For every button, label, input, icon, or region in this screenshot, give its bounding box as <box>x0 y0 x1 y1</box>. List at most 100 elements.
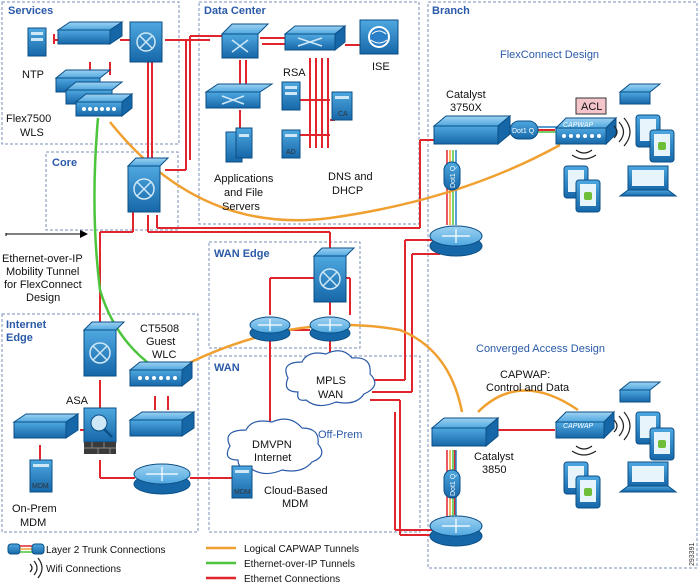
eoip-tunnel <box>93 117 156 370</box>
catalyst-3750x-switch-icon <box>432 114 512 146</box>
legend-capwap-label: Logical CAPWAP Tunnels <box>244 544 359 555</box>
dc-aggregation-switch-icon <box>204 83 274 109</box>
label-acl: ACL <box>581 101 602 113</box>
label-mobility-2: Mobility Tunnel <box>6 266 79 278</box>
dot1q-trunk-icon-vertical-bottom <box>443 469 461 499</box>
label-offprem: Off-Prem <box>318 429 362 441</box>
ethernet-links <box>39 34 555 536</box>
label-wls: WLS <box>20 127 44 139</box>
legend: Layer 2 Trunk Connections Wifi Connectio… <box>7 543 359 585</box>
internet-edge-l2-switch-right-icon <box>128 411 196 437</box>
label-apps-1: Applications <box>214 173 274 185</box>
zone-title-wan: WAN <box>214 362 240 374</box>
zone-title-core: Core <box>52 157 77 169</box>
label-ct5508-1: CT5508 <box>140 323 179 335</box>
label-ad: AD <box>286 149 296 156</box>
label-onprem-2: MDM <box>20 517 46 529</box>
services-l3-switch-icon <box>129 21 163 63</box>
label-ct5508-3: WLC <box>152 349 177 361</box>
converged-ap-icon <box>554 410 616 440</box>
branch-printer-icon-2 <box>618 381 662 403</box>
zone-title-datacenter: Data Center <box>204 5 266 17</box>
catalyst-3850-switch-icon <box>430 416 500 448</box>
android-tablet-icon-1 <box>649 129 675 163</box>
zone-wanedge-box <box>208 241 361 349</box>
label-mobility-1: Ethernet-over-IP <box>2 253 83 265</box>
internet-edge-l2-switch-left-icon <box>12 413 80 439</box>
mobility-arrow-icon <box>5 230 88 238</box>
label-mobility-3: for FlexConnect <box>4 279 82 291</box>
onprem-mdm-server-icon <box>29 459 53 493</box>
zone-title-branch: Branch <box>432 5 470 17</box>
label-catalyst3850-2: 3850 <box>482 464 506 476</box>
label-ca: CA <box>338 111 348 118</box>
flexconnect-ap-icon <box>554 116 618 146</box>
dmvpn-internet-cloud <box>226 418 323 475</box>
label-mobility-4: Design <box>26 292 60 304</box>
rsa-server-icon <box>281 81 301 111</box>
laptop-icon-2 <box>618 461 678 493</box>
wifi-arcs-converged <box>571 411 631 456</box>
zone-title-services: Services <box>8 5 53 17</box>
ise-appliance-icon <box>359 19 399 55</box>
label-onprem-mdm-tag: MDM <box>32 483 49 490</box>
label-capwap-converged: CAPWAP <box>563 423 594 430</box>
ad-server-icon <box>281 129 301 159</box>
wan-router-left-icon <box>249 316 291 342</box>
dc-core-switch-icon <box>220 23 270 59</box>
dot1q-trunk-icon-horizontal <box>509 120 539 140</box>
label-cloud-mdm-tag: MDM <box>234 489 251 496</box>
branch-printer-icon <box>618 83 662 105</box>
branch-router-bottom-icon <box>429 515 483 547</box>
legend-eoip-label: Ethernet-over-IP Tunnels <box>244 559 355 570</box>
label-ct5508-2: Guest <box>146 336 175 348</box>
zone-title-internet: Internet <box>6 319 47 331</box>
cloud-mdm-server-icon <box>231 465 253 499</box>
services-switch-icon <box>56 21 124 45</box>
zone-title-wanedge: WAN Edge <box>214 248 270 260</box>
dot1q-trunk-icon-vertical-top <box>443 161 461 191</box>
mpls-wan-cloud <box>285 350 376 407</box>
label-catalyst3750-2: 3750X <box>450 102 482 114</box>
label-dns-2: DHCP <box>332 185 363 197</box>
branch-router-top-icon <box>429 225 483 257</box>
ntp-server-icon <box>27 27 47 57</box>
label-onprem-1: On-Prem <box>12 503 57 515</box>
wifi-arcs-flex <box>571 117 631 160</box>
application-server-icon <box>225 127 253 163</box>
label-ntp: NTP <box>22 69 44 81</box>
zone-core-box <box>45 151 179 231</box>
rsa-switch-icon <box>283 24 347 52</box>
label-catalyst3750-1: Catalyst <box>446 89 486 101</box>
android-tablet-icon-2 <box>575 179 601 213</box>
acl-box <box>575 97 607 115</box>
label-ise: ISE <box>372 61 390 73</box>
zone-branch-box <box>427 1 698 569</box>
label-capwap-flex: CAPWAP <box>563 122 594 129</box>
ca-server-icon <box>331 91 353 121</box>
label-mpls-2: WAN <box>318 389 343 401</box>
label-flex7500: Flex7500 <box>6 113 51 125</box>
label-cloud-mdm-2: MDM <box>282 498 308 510</box>
label-asa: ASA <box>66 395 89 407</box>
zone-services-box <box>1 1 180 145</box>
android-tablet-icon-4 <box>575 475 601 509</box>
android-tablet-icon-3 <box>649 427 675 461</box>
figure-id: 293391 <box>689 543 696 566</box>
label-dot1q-horizontal: Dot1 Q <box>512 128 535 135</box>
flex7500-wlc-icon <box>54 69 134 118</box>
core-switch-icon <box>126 157 170 213</box>
legend-trunk-label: Layer 2 Trunk Connections <box>46 545 166 556</box>
internet-edge-router-icon <box>133 463 191 495</box>
legend-trunk-swatch <box>7 543 45 555</box>
laptop-icon-1 <box>618 165 678 197</box>
legend-wifi-icon <box>29 557 43 579</box>
wan-router-right-icon <box>309 316 351 342</box>
label-dns-1: DNS and <box>328 171 373 183</box>
capwap-tunnels <box>109 121 579 413</box>
label-cloud-mdm-1: Cloud-Based <box>264 485 328 497</box>
label-capwap-ctrl-1: CAPWAP: <box>500 369 550 381</box>
zone-datacenter-box <box>198 1 420 225</box>
wan-edge-switch-icon <box>312 247 356 303</box>
